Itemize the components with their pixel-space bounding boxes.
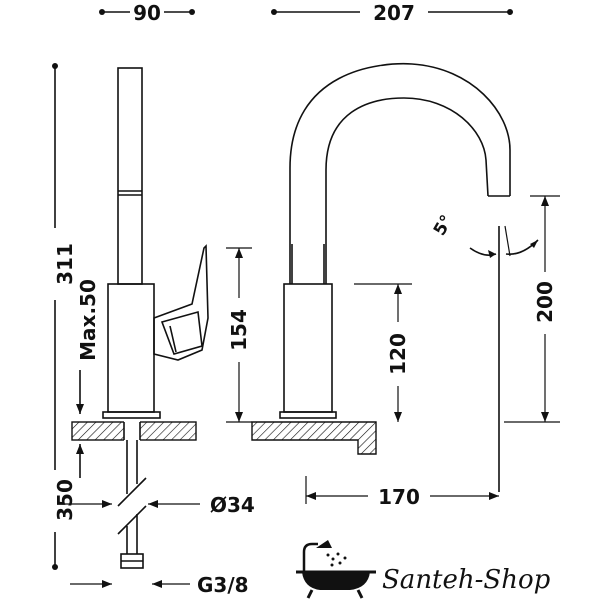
dim-body-height-label: 154 (227, 309, 251, 351)
dim-top-right: 207 (271, 1, 513, 25)
dim-hole-diameter-label: Ø34 (210, 493, 255, 517)
dim-spout-reach: 170 (305, 476, 499, 509)
dim-max-deck: Max.50 (76, 279, 100, 478)
dim-spout-height: 120 (354, 283, 412, 422)
dim-top-left: 90 (99, 1, 195, 25)
brand-name: Santeh-Shop (382, 565, 551, 595)
dim-spout-reach-label: 170 (378, 485, 420, 509)
faucet-front-view (279, 62, 511, 419)
dim-thread-label: G3/8 (197, 573, 249, 597)
dim-spout-angle-label: 5° (430, 212, 457, 240)
brand-logo: Santeh-Shop (296, 540, 551, 599)
dim-total-height: 311 (52, 63, 77, 424)
dim-thread: G3/8 (70, 573, 249, 597)
dim-spout-height-label: 120 (386, 333, 410, 375)
bathtub-shower-icon (296, 540, 376, 599)
dim-body-height: 154 (226, 247, 252, 423)
hose-assembly (117, 440, 147, 569)
countertop-right (251, 421, 377, 455)
dim-top-right-label: 207 (373, 1, 415, 25)
dim-outlet-height: 200 (504, 195, 560, 423)
dim-outlet-height-label: 200 (533, 281, 557, 323)
dim-total-height-label: 311 (53, 243, 77, 285)
dim-spout-angle: 5° (430, 212, 539, 492)
dim-hose-length: 350 (52, 424, 112, 570)
countertop-left (71, 420, 197, 442)
dim-hole-diameter: Ø34 (148, 493, 255, 517)
dim-top-left-label: 90 (133, 1, 161, 25)
dim-max-deck-label: Max.50 (76, 279, 100, 361)
dim-hose-length-label: 350 (53, 479, 77, 521)
faucet-side-view (102, 67, 209, 419)
